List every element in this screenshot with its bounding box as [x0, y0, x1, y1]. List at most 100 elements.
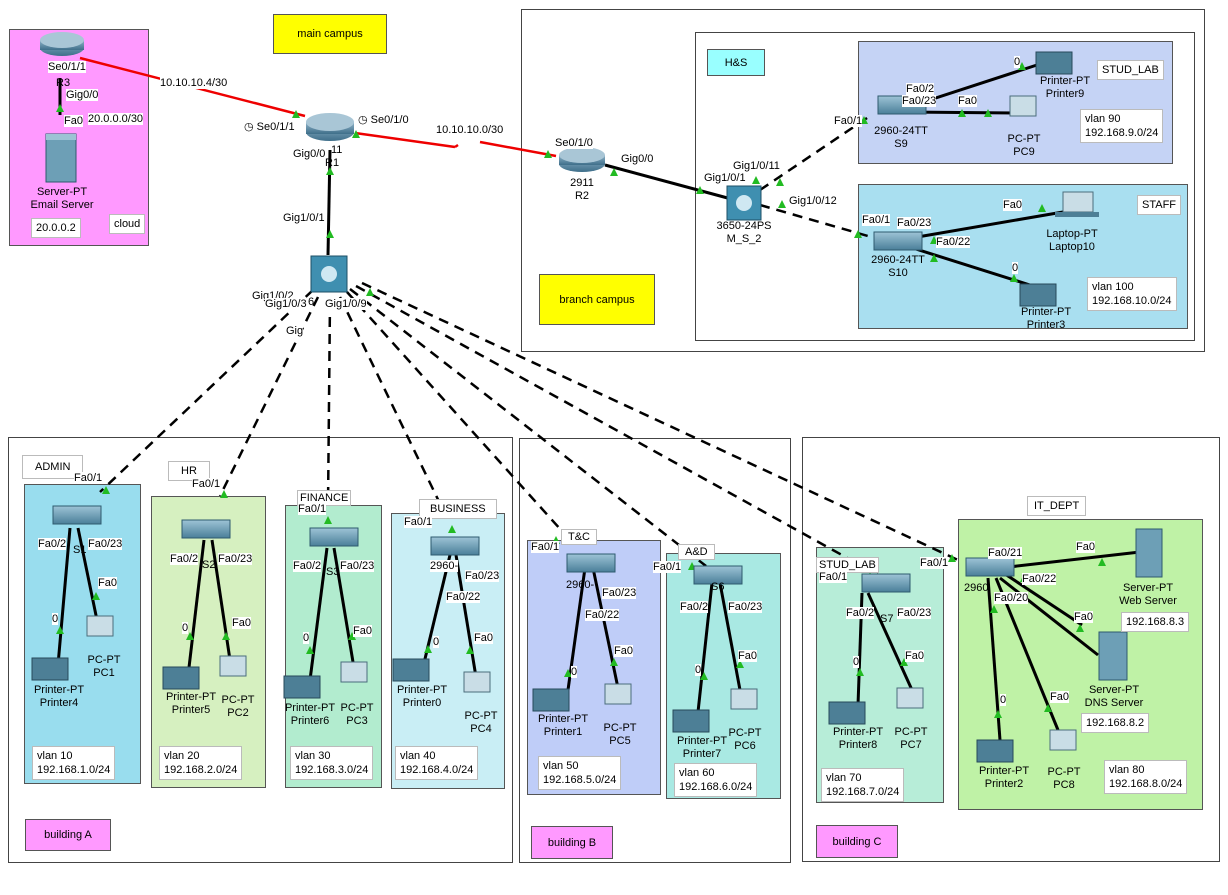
s10-fa023: Fa0/23 — [897, 217, 932, 229]
s7-name: S7 — [880, 613, 894, 625]
finance-title: FINANCE — [297, 490, 352, 506]
r1-r-partial: R1 — [325, 157, 340, 169]
s10-name: S10 — [888, 267, 908, 279]
s1-name: S1 — [73, 544, 87, 556]
hs-tag: H&S — [707, 49, 765, 76]
printer7-zero: 0 — [695, 664, 702, 676]
dns-server-ip: 192.168.8.2 — [1081, 713, 1150, 733]
laptop10-label: Laptop-PT Laptop10 — [1040, 228, 1104, 254]
core-gigx-label: Gig — [286, 325, 304, 337]
s2-fa023: Fa0/23 — [218, 553, 253, 565]
printer5-zero: 0 — [182, 622, 189, 634]
vlan90: vlan 90 — [1085, 113, 1121, 125]
s7-fa02: Fa0/2 — [846, 607, 875, 619]
ms2-gig12-label: Gig1/0/12 — [789, 195, 837, 207]
s9-model: 2960-24TT — [874, 125, 928, 137]
pc3-fa0: Fa0 — [353, 625, 372, 637]
main-campus-tag: main campus — [273, 14, 387, 54]
r3-port-label: Se0/1/1 — [48, 61, 86, 73]
r2-name: R2 — [574, 190, 590, 202]
email-server-type: Server-PT — [36, 186, 88, 198]
printer9-type: Printer-PT — [1039, 75, 1091, 87]
ms2-gig11-label: Gig1/0/11 — [733, 160, 780, 172]
building-c-frame — [802, 437, 1220, 862]
link-label-right: 10.10.10.0/30 — [436, 124, 504, 136]
clock-icon: ◷ — [244, 121, 257, 133]
router-r1-icon — [306, 113, 354, 141]
cloud-net-label: 20.0.0.0/30 — [88, 113, 144, 125]
s1-fa01: Fa0/1 — [74, 472, 103, 484]
s9-fa01: Fa0/1 — [834, 115, 863, 127]
r1-gig-label: Gig0/0 — [293, 148, 326, 160]
ms2-name: M_S_2 — [726, 233, 762, 245]
s3-fa01: Fa0/1 — [298, 503, 327, 515]
s9-name: S9 — [894, 138, 908, 150]
hr-title: HR — [168, 461, 210, 481]
s6-fa023: Fa0/23 — [728, 601, 763, 613]
pc8-fa0: Fa0 — [1050, 691, 1069, 703]
multilayer-switch-ms2-icon — [726, 185, 762, 221]
server-fa-label: Fa0 — [64, 115, 83, 127]
tc-title: T&C — [561, 529, 597, 545]
it-fa020: Fa0/20 — [994, 592, 1029, 604]
tc-zone — [527, 540, 661, 795]
laptop10-icon — [1055, 191, 1099, 217]
s4-model: 2960- — [430, 560, 459, 572]
router-r2-icon — [559, 147, 605, 172]
studlab-c-title: STUD_LAB — [816, 557, 879, 573]
pc2-fa0: Fa0 — [232, 617, 251, 629]
s10-model: 2960-24TT — [871, 254, 925, 266]
s10-label: 2960-24TT S10 — [862, 254, 934, 280]
staff-title: STAFF — [1137, 195, 1182, 215]
s4-fa022: Fa0/22 — [446, 591, 481, 603]
pc5-fa0: Fa0 — [614, 645, 633, 657]
r2-se-label: Se0/1/0 — [555, 137, 593, 149]
building-a-tag: building A — [25, 819, 111, 851]
laptop10-fa0: Fa0 — [1003, 199, 1022, 211]
r3-gig-label: Gig0/0 — [66, 89, 99, 101]
s9-label: 2960-24TT S9 — [866, 125, 936, 151]
building-c-tag: building C — [816, 825, 898, 858]
s4-fa023: Fa0/23 — [465, 570, 500, 582]
dns-fa0: Fa0 — [1074, 611, 1093, 623]
ad-title: A&D — [678, 544, 715, 560]
pc9-type: PC-PT — [1007, 133, 1041, 145]
s9-fa023: Fa0/23 — [902, 95, 937, 107]
s9-fa0: Fa0 — [958, 95, 977, 107]
email-server-icon — [45, 133, 77, 183]
r2-model: 2911 — [570, 177, 594, 189]
printer3-label: Printer-PT Printer3 — [1015, 306, 1077, 332]
hr-zone — [151, 496, 266, 788]
printer8-zero: 0 — [853, 656, 860, 668]
email-server-ip: 20.0.0.2 — [31, 218, 81, 238]
web-server-ip: 192.168.8.3 — [1121, 612, 1190, 632]
pc6-fa0: Fa0 — [738, 650, 757, 662]
branch-campus-tag: branch campus — [539, 274, 655, 325]
printer9-zero: 0 — [1014, 56, 1021, 68]
pc4-fa0: Fa0 — [474, 632, 493, 644]
core-gig101-label: Gig1/0/1 — [283, 212, 325, 224]
building-a-frame — [8, 437, 513, 863]
s6-fa02: Fa0/2 — [680, 601, 709, 613]
building-b-tag: building B — [531, 826, 613, 859]
s5-fa022: Fa0/22 — [585, 609, 620, 621]
s5-fa023: Fa0/23 — [602, 587, 637, 599]
printer3-type: Printer-PT — [1020, 306, 1072, 318]
admin-title: ADMIN — [22, 455, 84, 479]
cloud-label: cloud — [109, 214, 146, 234]
net90: 192.168.9.0/24 — [1085, 127, 1159, 139]
r2-gig-label: Gig0/0 — [621, 153, 654, 165]
